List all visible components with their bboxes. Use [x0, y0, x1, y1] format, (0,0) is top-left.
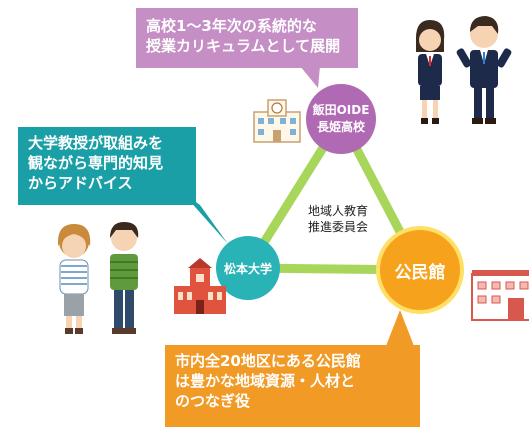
callout-line: 観ながら専門的知見	[28, 154, 164, 172]
callout-left-tail	[180, 190, 228, 244]
node-label: 飯田OIDE	[312, 103, 370, 117]
callout-line: 授業カリキュラムとして展開	[146, 37, 341, 55]
node-kominkan: 公民館	[376, 226, 464, 314]
callout-top-tail	[300, 66, 320, 88]
node-label: 松本大学	[223, 261, 272, 276]
callout-line: 市内全20地区にある公民館	[175, 352, 361, 370]
node-matsumoto-university: 松本大学	[216, 236, 280, 300]
school-building-icon	[253, 99, 301, 143]
university-building-icon	[174, 258, 226, 314]
callout-line: は豊かな地域資源・人材と	[175, 372, 356, 390]
center-committee-label: 地域人教育 推進委員会	[297, 203, 379, 235]
node-label: 公民館	[394, 262, 446, 283]
callout-line: 高校1〜3年次の系統的な	[146, 17, 317, 35]
callout-kominkan-role: 市内全20地区にある公民館 は豊かな地域資源・人材と のつなぎ役	[165, 345, 420, 427]
center-line: 地域人教育	[307, 204, 368, 218]
node-iida-oide-high-school: 飯田OIDE 長姫高校	[306, 84, 376, 154]
callout-line: からアドバイス	[28, 174, 133, 192]
callout-school-curriculum: 高校1〜3年次の系統的な 授業カリキュラムとして展開	[136, 8, 358, 68]
callout-line: 大学教授が取組みを	[28, 134, 164, 152]
callout-bottom-tail	[386, 310, 414, 346]
node-label: 長姫高校	[316, 120, 365, 134]
students-illustration	[416, 16, 512, 124]
center-line: 推進委員会	[307, 220, 368, 234]
callout-line: のつなぎ役	[175, 392, 251, 410]
professors-illustration	[58, 222, 139, 334]
callout-university-advice: 大学教授が取組みを 観ながら専門的知見 からアドバイス	[18, 127, 196, 205]
kominkan-building-icon	[471, 270, 529, 321]
